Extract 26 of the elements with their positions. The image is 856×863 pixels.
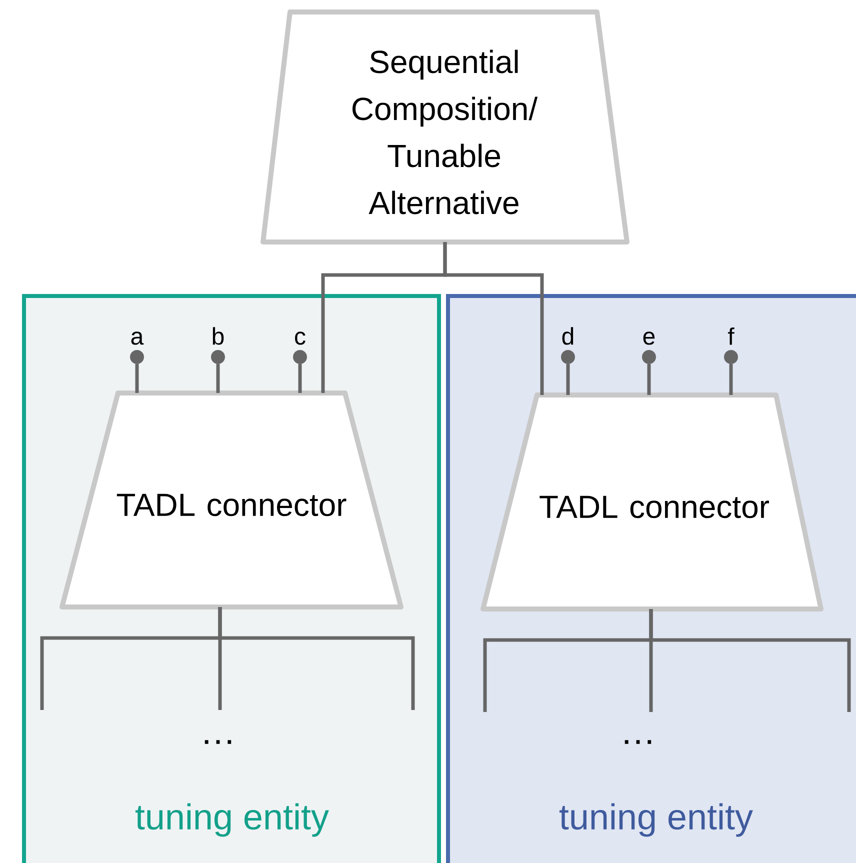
node-label: d (562, 327, 574, 345)
connector-line (298, 364, 302, 393)
node-label: c (295, 332, 306, 345)
connector-line (729, 364, 733, 395)
connector-line (647, 364, 651, 395)
connector-line (216, 364, 220, 393)
ellipsis: … (204, 740, 232, 744)
branch-line (649, 609, 851, 712)
node-label: e (643, 332, 655, 345)
port-pin: c (293, 332, 307, 364)
port-pin: a (130, 332, 144, 364)
port-pin: f (724, 327, 738, 364)
connector-line (443, 242, 544, 395)
node-label: a (131, 332, 144, 345)
port-pin: d (561, 327, 575, 364)
connector-line (566, 364, 570, 395)
ellipsis: … (624, 740, 652, 744)
connector-line (135, 364, 139, 393)
port-pin: b (211, 327, 225, 364)
connector-trapezoid: TADL connector (60, 390, 404, 610)
port-pin: e (642, 332, 656, 364)
branch-line (218, 607, 415, 710)
connector-trapezoid: TADL connector (480, 392, 824, 612)
node-label: b (212, 327, 224, 345)
composition-trapezoid: Sequential Composition/ Tunable Alternative (260, 10, 630, 244)
node-label: f (728, 327, 734, 345)
